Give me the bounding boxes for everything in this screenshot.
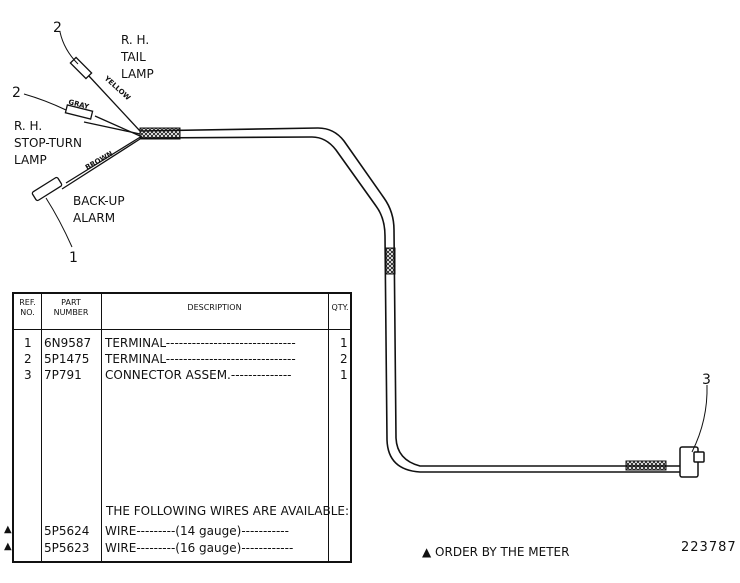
header-divider (14, 329, 350, 330)
table-row: 3 7P791 CONNECTOR ASSEM.-------------- 1 (14, 368, 350, 385)
tail-lamp-label-3: LAMP (121, 67, 154, 81)
header-qty: QTY. (331, 303, 349, 312)
header-description: DESCRIPTION (187, 303, 242, 312)
wire-label-brown: BROWN (84, 150, 114, 172)
backup-alarm-label-1: BACK-UP (73, 194, 125, 208)
callout-3: 3 (702, 372, 711, 388)
stop-turn-label-1: R. H. (14, 119, 42, 133)
callout-1: 1 (69, 250, 78, 266)
leader-lines (23, 31, 708, 453)
header-ref-line1: REF. (19, 298, 36, 307)
row-part: 7P791 (44, 368, 82, 382)
drawing-number: 223787 (681, 540, 737, 555)
wire-row: ▲ 5P5624 WIRE---------(14 gauge)--------… (4, 524, 350, 541)
order-by-meter-note: ▲ ORDER BY THE METER (422, 545, 570, 559)
backup-alarm-label-2: ALARM (73, 211, 115, 225)
row-ref: 2 (24, 352, 32, 366)
meter-mark: ▲ (4, 524, 12, 535)
header-part-line2: NUMBER (53, 308, 89, 317)
meter-mark: ▲ (4, 541, 12, 552)
backup-alarm-terminal (31, 176, 63, 202)
connector-assembly (679, 446, 705, 478)
wire-row: ▲ 5P5623 WIRE---------(16 gauge)--------… (4, 541, 350, 558)
main-harness-cable (139, 127, 688, 473)
header-ref: REF. NO. (14, 298, 41, 318)
row-desc: TERMINAL------------------------------ (105, 336, 296, 350)
stop-turn-label-2: STOP-TURN (14, 136, 82, 150)
wire-desc: WIRE---------(16 gauge)------------ (105, 541, 294, 555)
table-row: 2 5P1475 TERMINAL-----------------------… (14, 352, 350, 369)
row-ref: 1 (24, 336, 32, 350)
parts-table: REF. NO. PART NUMBER DESCRIPTION QTY. 1 … (4, 292, 352, 563)
tail-lamp-label-2: TAIL (120, 50, 146, 64)
row-part: 5P1475 (44, 352, 90, 366)
wire-part: 5P5624 (44, 524, 90, 538)
header-part-line1: PART (61, 298, 81, 307)
wires-available-note: THE FOLLOWING WIRES ARE AVAILABLE: (106, 504, 350, 518)
wire-part: 5P5623 (44, 541, 90, 555)
row-desc: TERMINAL------------------------------ (105, 352, 296, 366)
row-desc: CONNECTOR ASSEM.-------------- (105, 368, 292, 382)
row-part: 6N9587 (44, 336, 92, 350)
branch-wires (61, 74, 143, 190)
header-part: PART NUMBER (41, 298, 101, 318)
wire-desc: WIRE---------(14 gauge)----------- (105, 524, 289, 538)
row-qty: 1 (340, 368, 348, 382)
stop-turn-terminal (64, 104, 94, 120)
row-qty: 2 (340, 352, 348, 366)
col-desc (101, 294, 329, 561)
header-ref-line2: NO. (20, 308, 35, 317)
col-ref (14, 294, 42, 561)
col-part (41, 294, 102, 561)
row-ref: 3 (24, 368, 32, 382)
stop-turn-label-3: LAMP (14, 153, 47, 167)
tail-lamp-terminal (69, 56, 93, 80)
callout-2-tail: 2 (53, 20, 62, 36)
table-row: 1 6N9587 TERMINAL-----------------------… (14, 336, 350, 353)
row-qty: 1 (340, 336, 348, 350)
callout-2-stop: 2 (12, 85, 21, 101)
tail-lamp-label-1: R. H. (121, 33, 149, 47)
